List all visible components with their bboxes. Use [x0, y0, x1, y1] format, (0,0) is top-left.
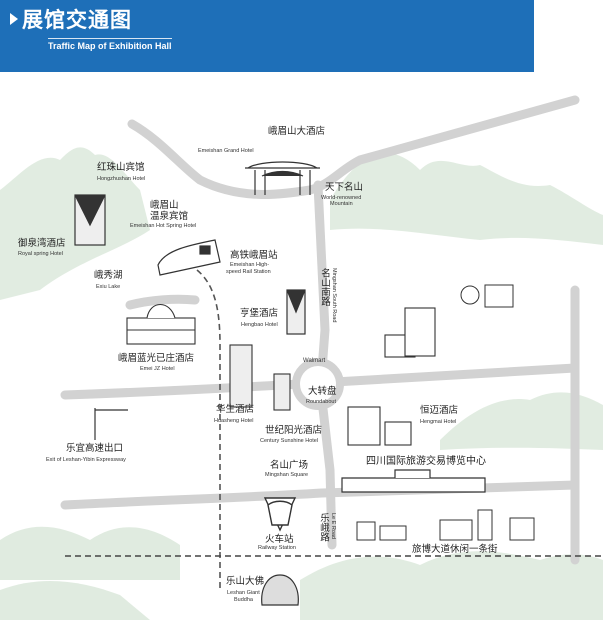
- hot-spring-hotel-label2: 温泉宾馆: [150, 211, 189, 222]
- giant-buddha-en1: Leshan Giant: [227, 590, 260, 596]
- banner-arrow-icon: [10, 13, 18, 25]
- yuquanwan-hotel-label: 御泉湾酒店: [18, 238, 66, 249]
- hongzhushan-hotel-en: Hongzhushan Hotel: [97, 176, 146, 182]
- mingshan-square-en: Mingshan Square: [265, 472, 309, 478]
- high-speed-train-icon: [157, 239, 221, 276]
- huasheng-hotel-en: Huasheng Hotel: [214, 418, 254, 424]
- roundabout-label: 大转盘: [308, 386, 337, 397]
- hot-spring-hotel-en: Emeishan Hot Spring Hotel: [130, 223, 197, 229]
- expo-center-label: 四川国际旅游交易博览中心: [366, 456, 486, 467]
- roundabout-circle: [292, 358, 344, 410]
- rail-station-en1: Emeishan High-: [230, 262, 270, 268]
- expressway-exit-en: Exit of Leshan-Yibin Expressway: [46, 457, 126, 463]
- header-banner: 展馆交通图 Traffic Map of Exhibition Hall: [0, 0, 534, 72]
- le-e-road-label: 乐峨路: [318, 513, 329, 542]
- jz-hotel-en: Emei JZ Hotel: [140, 366, 175, 372]
- page-subtitle: Traffic Map of Exhibition Hall: [48, 38, 172, 51]
- world-mountain-en2: Mountain: [330, 201, 353, 207]
- giant-buddha-en2: Buddha: [234, 597, 253, 603]
- tree-cluster-icon: [460, 284, 514, 308]
- southern-road: [60, 480, 580, 510]
- mingshan-south-road-label: 名山南路: [319, 268, 330, 306]
- expressway-exit-label: 乐宜高速出口: [66, 443, 124, 454]
- rail-station-en2: speed Rail Station: [226, 269, 271, 275]
- rail-station-label: 高铁峨眉站: [230, 250, 278, 261]
- huasheng-hotel-tower-icon: [229, 344, 291, 411]
- hengbao-hotel-label: 亨堡酒店: [240, 308, 279, 319]
- hengmai-hotel-label: 恒迈酒店: [420, 405, 459, 416]
- giant-buddha-icon: [261, 574, 299, 606]
- mingshan-square-label: 名山广场: [270, 460, 309, 471]
- walmart-label: Walmart: [303, 358, 326, 364]
- hongzhushan-hotel-label: 红珠山宾馆: [97, 162, 145, 173]
- leisure-street-label: 旅博大道休闲一条街: [412, 544, 498, 555]
- emeishan-grand-hotel-gate-icon: [245, 161, 320, 195]
- railway-lines: [196, 269, 221, 590]
- century-sunshine-hotel-icon: [347, 406, 412, 446]
- roundabout-en: Roundabout: [306, 399, 336, 405]
- page-title: 展馆交通图: [22, 8, 132, 32]
- mingshan-south-road-en: Mingshan South Road: [331, 268, 337, 323]
- exiu-lake-en: Exiu Lake: [96, 284, 121, 290]
- giant-buddha-label: 乐山大佛: [226, 576, 265, 587]
- railway-station-en: Railway Station: [258, 545, 296, 551]
- century-sunshine-hotel-en: Century Sunshine Hotel: [260, 438, 319, 444]
- yuquanwan-hotel-en: Royal spring Hotel: [18, 251, 63, 257]
- expo-center-building-icon: [341, 469, 486, 493]
- huasheng-hotel-label: 华生酒店: [216, 404, 255, 415]
- jz-hotel-label: 峨眉蓝光已庄酒店: [118, 353, 195, 364]
- le-e-road-line: [317, 395, 337, 550]
- office-building-icon: [384, 307, 436, 358]
- hengbao-hotel-en: Hengbao Hotel: [241, 322, 278, 328]
- hengmai-hotel-en: Hengmai Hotel: [420, 419, 457, 425]
- hot-spring-hotel-label1: 峨眉山: [150, 200, 179, 211]
- expressway-sign-icon: [94, 408, 128, 440]
- exiu-lake-label: 峨秀湖: [94, 270, 123, 281]
- lake-spur-road: [125, 294, 200, 310]
- railway-station-icon: [263, 497, 297, 532]
- mingshan-south-road-line: [313, 180, 330, 375]
- jz-hotel-building-icon: [126, 303, 196, 345]
- street-buildings-icon: [356, 509, 535, 541]
- le-e-road-en: Le E Road: [330, 513, 336, 539]
- hengbao-hotel-icon: [286, 289, 306, 335]
- century-sunshine-hotel-label: 世纪阳光酒店: [265, 425, 323, 436]
- emei-grand-hotel-en: Emeishan Grand Hotel: [198, 148, 254, 154]
- world-mountain-en1: World-renowned: [321, 195, 362, 201]
- railway-station-label: 火车站: [265, 534, 294, 545]
- hongzhushan-hotel-icon: [74, 194, 106, 246]
- world-mountain-label: 天下名山: [325, 182, 364, 193]
- northern-ring-road: [127, 95, 580, 199]
- emei-grand-hotel-label: 峨眉山大酒店: [268, 126, 326, 137]
- background-mountains: [0, 147, 603, 620]
